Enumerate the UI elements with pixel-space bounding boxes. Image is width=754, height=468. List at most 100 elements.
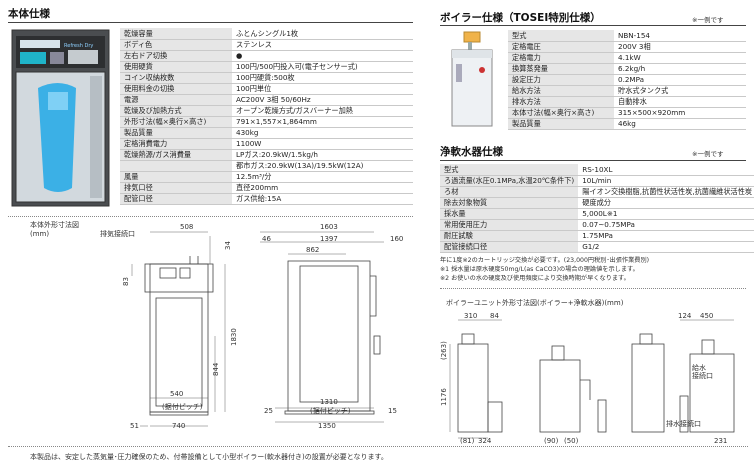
dryer-photo: Refresh Dry	[8, 28, 113, 208]
boiler-spec-key: 排水方法	[508, 96, 614, 108]
main-spec-row: 外形寸法(幅×奥行×高さ)791×1,557×1,864mm	[120, 116, 413, 128]
dim-label: 1603	[320, 223, 338, 231]
main-spec-key: 使用料金の切換	[120, 83, 232, 95]
dim-label: 740	[172, 422, 185, 430]
footer-separator	[8, 446, 748, 447]
boiler-spec-key: 定格電圧	[508, 41, 614, 53]
svg-text:(263): (263)	[440, 341, 448, 360]
main-spec-value: 100円/500円投入可(電子センサー式)	[232, 61, 413, 73]
boiler-spec-rule	[440, 25, 746, 26]
svg-text:(90): (90)	[544, 437, 559, 445]
boiler-spec-key: 型式	[508, 30, 614, 42]
dim-label: 34	[224, 241, 232, 250]
boiler-spec-value: 6.2kg/h	[614, 63, 746, 75]
dim-label: 83	[122, 277, 130, 286]
main-spec-row: 排気口径直径200mm	[120, 182, 413, 194]
softener-spec-key: ろ過流量(水圧0.1MPa,水温20℃条件下)	[440, 175, 579, 187]
main-spec-value: 100円硬貨:500枚	[232, 72, 413, 84]
main-spec-key	[120, 160, 232, 172]
outline-title: 本体外形寸法図	[30, 221, 79, 229]
main-spec-value: ふとんシングル1枚	[232, 28, 413, 40]
svg-text:124: 124	[678, 312, 692, 320]
dim-label: 540	[170, 390, 183, 398]
softener-spec-value: G1/2	[578, 241, 754, 253]
dim-label: 160	[390, 235, 403, 243]
dim-label: 15	[388, 407, 397, 415]
boiler-spec-key: 定格電力	[508, 52, 614, 64]
boiler-spec-title: ボイラー仕様（TOSEI特別仕様）	[440, 12, 601, 24]
softener-spec-value: 0.07~0.75MPa	[578, 219, 754, 231]
main-spec-row: 乾燥容量ふとんシングル1枚	[120, 28, 413, 40]
dim-label: 1830	[230, 328, 238, 346]
main-spec-value: 791×1,557×1,864mm	[232, 116, 413, 128]
boiler-spec-key: 給水方法	[508, 85, 614, 97]
svg-text:接続口: 接続口	[692, 371, 713, 380]
softener-spec-value: 硬度成分	[578, 197, 754, 209]
softener-spec-row: 除去対象物質硬度成分	[440, 197, 754, 209]
softener-spec-value: 5,000L※1	[578, 208, 754, 220]
main-spec-value: 100円単位	[232, 83, 413, 95]
dim-label: 1350	[318, 422, 336, 430]
outline-unit: (mm)	[30, 230, 50, 238]
softener-spec-value: RS-10XL	[578, 164, 754, 176]
boiler-spec-value: 200V 3相	[614, 41, 746, 53]
softener-spec-note: ※一例です	[692, 150, 724, 158]
main-spec-value: オープン乾燥方式/ガスバーナー加熱	[232, 105, 413, 117]
softener-spec-key: 採水量	[440, 208, 579, 220]
softener-spec-key: 除去対象物質	[440, 197, 579, 209]
main-spec-value: ステンレス	[232, 39, 413, 51]
main-spec-row: 配管口径ガス供給:15A	[120, 193, 413, 205]
boiler-spec-row: 本体寸法(幅×奥行×高さ)315×500×920mm	[508, 107, 746, 119]
main-spec-key: コイン収納枚数	[120, 72, 232, 84]
main-spec-row: ボディ色ステンレス	[120, 39, 413, 51]
main-spec-value: ガス供給:15A	[232, 193, 413, 205]
dim-label: 排気接続口	[100, 229, 135, 238]
main-spec-key: 風量	[120, 171, 232, 183]
main-spec-row: 都市ガス:20.9kW(13A)/19.5kW(12A)	[120, 160, 413, 172]
main-spec-key: 使用硬貨	[120, 61, 232, 73]
boiler-spec-value: 0.2MPa	[614, 74, 746, 86]
boiler-photo	[446, 30, 498, 130]
softener-spec-key: 耐圧試験	[440, 230, 579, 242]
softener-spec-value: 陽イオン交換樹脂,抗菌性状活性炭,抗菌繊維状活性炭	[578, 186, 754, 198]
dim-label: 51	[130, 422, 139, 430]
main-spec-key: 左右ドア切換	[120, 50, 232, 62]
boiler-spec-value: 46kg	[614, 118, 746, 130]
svg-text:450: 450	[700, 312, 713, 320]
main-spec-rule	[8, 22, 413, 23]
main-spec-value: LPガス:20.9kW/1.5kg/h	[232, 149, 413, 161]
outline-drawing: 508 34 83 1830 844 540 (据付ピッチ) 51 740 16…	[100, 223, 403, 430]
main-spec-key: 外形寸法(幅×奥行×高さ)	[120, 116, 232, 128]
softener-note-2: ※1 採水量は原水硬度50mg/L(as CaCO3)の場合の理論値を示します。	[440, 266, 639, 273]
main-spec-value: 都市ガス:20.9kW(13A)/19.5kW(12A)	[232, 160, 413, 172]
main-spec-value: 1100W	[232, 138, 413, 150]
dim-label: 508	[180, 223, 193, 231]
softener-spec-key: 配管接続口径	[440, 241, 579, 253]
main-spec-row: 乾燥及び加熱方式オープン乾燥方式/ガスバーナー加熱	[120, 105, 413, 117]
main-spec-value: 430kg	[232, 127, 413, 139]
boiler-spec-key: 本体寸法(幅×奥行×高さ)	[508, 107, 614, 119]
svg-text:324: 324	[478, 437, 492, 445]
boiler-drawing: 310 84 (263) 1176 (81) 324 (90) (50) 450…	[440, 312, 735, 445]
boiler-spec-row: 排水方法自動排水	[508, 96, 746, 108]
boiler-spec-key: 製品質量	[508, 118, 614, 130]
dim-label: 1397	[320, 235, 338, 243]
dim-label: (据付ピッチ)	[162, 402, 203, 411]
bd-310: 310	[464, 312, 477, 320]
dim-label: 862	[306, 246, 319, 254]
